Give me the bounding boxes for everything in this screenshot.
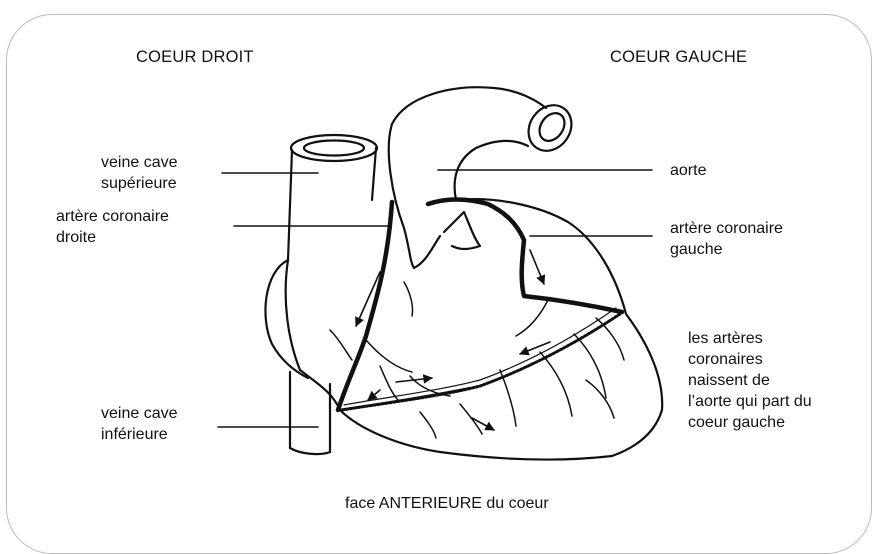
inferior-vena-cava (290, 372, 330, 452)
aorta (389, 87, 546, 228)
aorta-opening (520, 97, 580, 159)
flow-arrow (520, 342, 550, 354)
flow-arrow (368, 390, 380, 400)
left-coronary-artery (428, 200, 622, 313)
pulmonary-trunk (404, 228, 440, 268)
flow-arrow (396, 378, 432, 382)
flow-arrow (530, 250, 544, 284)
interventricular-groove (342, 314, 620, 410)
heart-illustration (0, 0, 876, 524)
